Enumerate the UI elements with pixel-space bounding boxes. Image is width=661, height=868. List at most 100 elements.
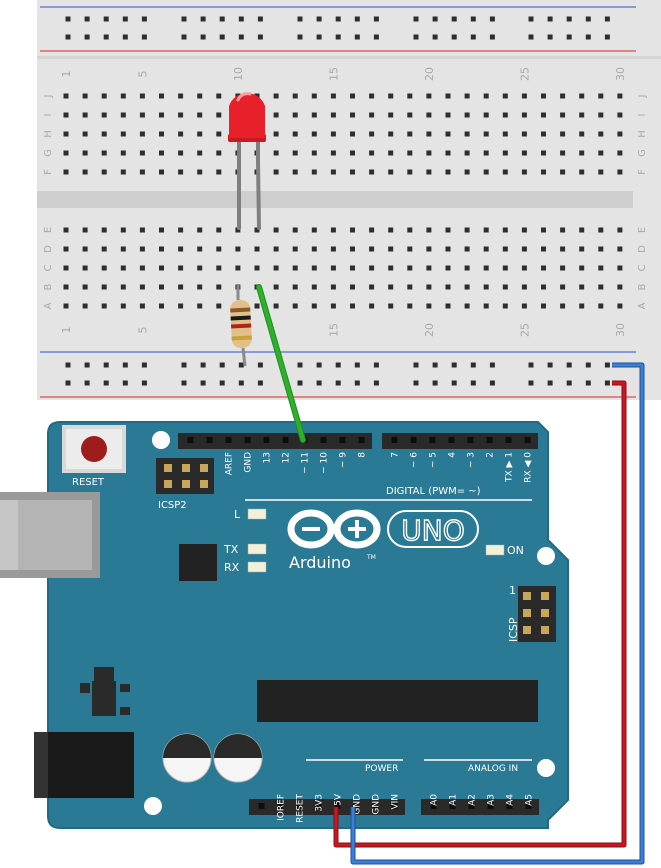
breadboard-hole bbox=[445, 169, 451, 175]
breadboard-hole bbox=[464, 131, 470, 137]
breadboard-hole bbox=[82, 265, 88, 271]
rail-hole bbox=[65, 362, 71, 368]
header-pin[interactable] bbox=[467, 437, 474, 443]
reset-button[interactable] bbox=[62, 425, 126, 473]
breadboard-hole bbox=[159, 284, 164, 290]
header-pin[interactable] bbox=[277, 803, 284, 809]
rail-hole bbox=[297, 16, 303, 22]
header-pin[interactable] bbox=[358, 437, 365, 443]
breadboard-hole bbox=[483, 284, 489, 290]
header-pin[interactable] bbox=[505, 437, 512, 443]
header-pin[interactable] bbox=[353, 803, 360, 809]
breadboard-hole bbox=[292, 303, 298, 309]
column-number: 15 bbox=[327, 67, 340, 81]
breadboard-hole bbox=[292, 265, 298, 271]
rail-hole bbox=[65, 380, 71, 386]
breadboard-hole bbox=[63, 169, 69, 175]
header-pin[interactable] bbox=[391, 803, 398, 809]
breadboard-hole bbox=[483, 93, 489, 99]
breadboard-hole bbox=[330, 112, 336, 118]
header-pin[interactable] bbox=[487, 803, 494, 809]
usb-chip bbox=[179, 544, 217, 581]
header-pin[interactable] bbox=[448, 437, 455, 443]
rail-hole bbox=[373, 34, 379, 40]
header-pin[interactable] bbox=[391, 437, 398, 443]
header-pin[interactable] bbox=[334, 803, 341, 809]
header-pin[interactable] bbox=[258, 803, 265, 809]
breadboard-hole bbox=[617, 112, 623, 118]
header-pin[interactable] bbox=[282, 437, 289, 443]
header-pin[interactable] bbox=[244, 437, 251, 443]
row-letter: J bbox=[43, 95, 54, 99]
breadboard-hole bbox=[369, 246, 375, 252]
header-pin[interactable] bbox=[486, 437, 493, 443]
breadboard-hole bbox=[63, 284, 69, 290]
breadboard-hole bbox=[426, 227, 432, 233]
rail-hole bbox=[547, 16, 553, 22]
breadboard-hole bbox=[159, 265, 164, 271]
column-number: 5 bbox=[136, 71, 149, 78]
header-pin[interactable] bbox=[372, 803, 379, 809]
rail-hole bbox=[566, 16, 572, 22]
header-pin[interactable] bbox=[429, 437, 436, 443]
breadboard-hole bbox=[464, 265, 470, 271]
breadboard-hole bbox=[560, 112, 566, 118]
header-pin[interactable] bbox=[320, 437, 327, 443]
capacitor-1 bbox=[162, 733, 212, 783]
row-letter: H bbox=[637, 130, 648, 138]
icsp2-header bbox=[156, 458, 214, 494]
breadboard-hole bbox=[216, 284, 222, 290]
rail-hole bbox=[103, 362, 109, 368]
header-pin[interactable] bbox=[430, 803, 437, 809]
center-channel bbox=[37, 191, 633, 208]
breadboard-hole bbox=[464, 93, 470, 99]
pin-label: A0 bbox=[430, 794, 440, 806]
rail-hole bbox=[219, 34, 225, 40]
breadboard-hole bbox=[445, 131, 451, 137]
pin-label: 2 bbox=[486, 452, 496, 458]
breadboard-hole bbox=[560, 150, 566, 156]
header-pin[interactable] bbox=[410, 437, 417, 443]
header-pin[interactable] bbox=[524, 437, 531, 443]
rail-hole bbox=[238, 16, 244, 22]
rail-hole bbox=[84, 16, 90, 22]
rail-hole bbox=[335, 16, 341, 22]
header-pin[interactable] bbox=[296, 803, 303, 809]
header-pin[interactable] bbox=[206, 437, 213, 443]
rail-hole bbox=[470, 34, 476, 40]
rail-hole bbox=[354, 34, 360, 40]
icsp-label: ICSP bbox=[507, 617, 520, 642]
icsp2-label: ICSP2 bbox=[158, 500, 187, 511]
rail-hole bbox=[103, 16, 109, 22]
breadboard-hole bbox=[407, 303, 413, 309]
header-pin[interactable] bbox=[525, 803, 532, 809]
header-pin[interactable] bbox=[339, 437, 346, 443]
header-pin[interactable] bbox=[315, 803, 322, 809]
header-pin[interactable] bbox=[225, 437, 232, 443]
rail-hole bbox=[585, 34, 591, 40]
rail-hole bbox=[200, 16, 206, 22]
breadboard-hole bbox=[426, 303, 432, 309]
header-pin[interactable] bbox=[187, 437, 194, 443]
column-number: 25 bbox=[518, 67, 531, 81]
icsp-pin bbox=[523, 626, 531, 634]
rail-hole bbox=[566, 34, 572, 40]
mounting-hole bbox=[537, 759, 555, 777]
breadboard-hole bbox=[292, 131, 298, 137]
breadboard-hole bbox=[197, 227, 203, 233]
uno-text: UNO bbox=[401, 514, 464, 547]
rail-hole bbox=[257, 16, 263, 22]
header-pin[interactable] bbox=[449, 803, 456, 809]
breadboard-hole bbox=[120, 227, 126, 233]
breadboard-hole bbox=[483, 169, 489, 175]
pin-label: A4 bbox=[506, 794, 516, 806]
breadboard-hole bbox=[388, 227, 394, 233]
breadboard-hole bbox=[330, 246, 336, 252]
rail-hole bbox=[604, 16, 610, 22]
header-pin[interactable] bbox=[263, 437, 270, 443]
breadboard-hole bbox=[541, 150, 546, 156]
header-pin[interactable] bbox=[468, 803, 475, 809]
header-pin[interactable] bbox=[506, 803, 513, 809]
breadboard-hole bbox=[311, 284, 317, 290]
breadboard-hole bbox=[178, 265, 184, 271]
